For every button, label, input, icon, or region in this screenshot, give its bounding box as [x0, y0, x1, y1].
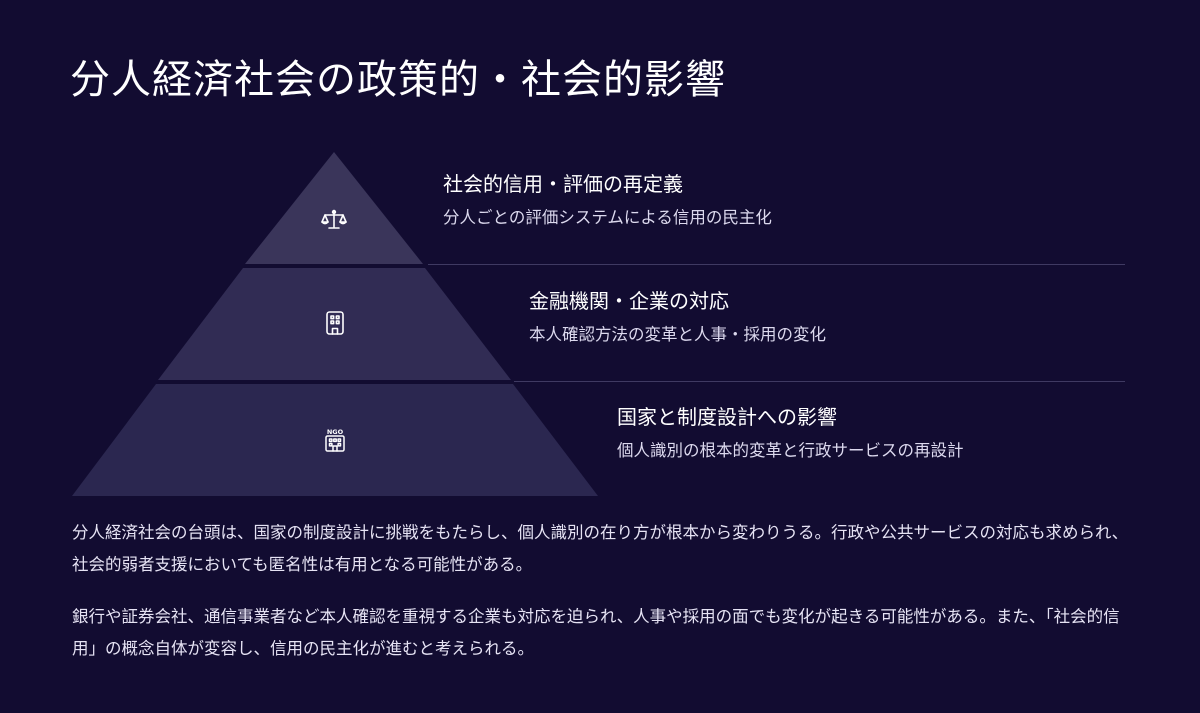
- body-paragraph-2: 銀行や証券会社、通信事業者など本人確認を重視する企業も対応を迫られ、人事や採用の…: [72, 607, 1120, 658]
- body-paragraph-1: 分人経済社会の台頭は、国家の制度設計に挑戦をもたらし、個人識別の在り方が根本から…: [72, 523, 1129, 574]
- tier-bottom-description: 個人識別の根本的変革と行政サービスの再設計: [617, 441, 964, 460]
- tier-middle-description: 本人確認方法の変革と人事・採用の変化: [529, 325, 826, 344]
- pyramid-tier-bottom: [72, 384, 598, 496]
- ngo-building-icon: NGO: [325, 428, 345, 452]
- page-title: 分人経済社会の政策的・社会的影響: [70, 57, 726, 103]
- tier-bottom-text: 国家と制度設計への影響 個人識別の根本的変革と行政サービスの再設計: [617, 403, 964, 463]
- pyramid-tier-top: [245, 152, 423, 264]
- tier-top-text: 社会的信用・評価の再定義 分人ごとの評価システムによる信用の民主化: [443, 170, 772, 230]
- tier-bottom-title: 国家と制度設計への影響: [617, 405, 837, 429]
- tier-divider-1: [428, 264, 1125, 265]
- pyramid-tier-middle: [158, 268, 511, 380]
- tier-middle-text: 金融機関・企業の対応 本人確認方法の変革と人事・採用の変化: [529, 287, 826, 347]
- tier-middle-title: 金融機関・企業の対応: [529, 289, 729, 313]
- tier-top-title: 社会的信用・評価の再定義: [443, 172, 683, 196]
- tier-divider-2: [514, 381, 1125, 382]
- tier-top-description: 分人ごとの評価システムによる信用の民主化: [443, 208, 772, 227]
- building-icon: [326, 311, 344, 335]
- ngo-label: NGO: [327, 428, 344, 436]
- scale-icon: [321, 209, 347, 229]
